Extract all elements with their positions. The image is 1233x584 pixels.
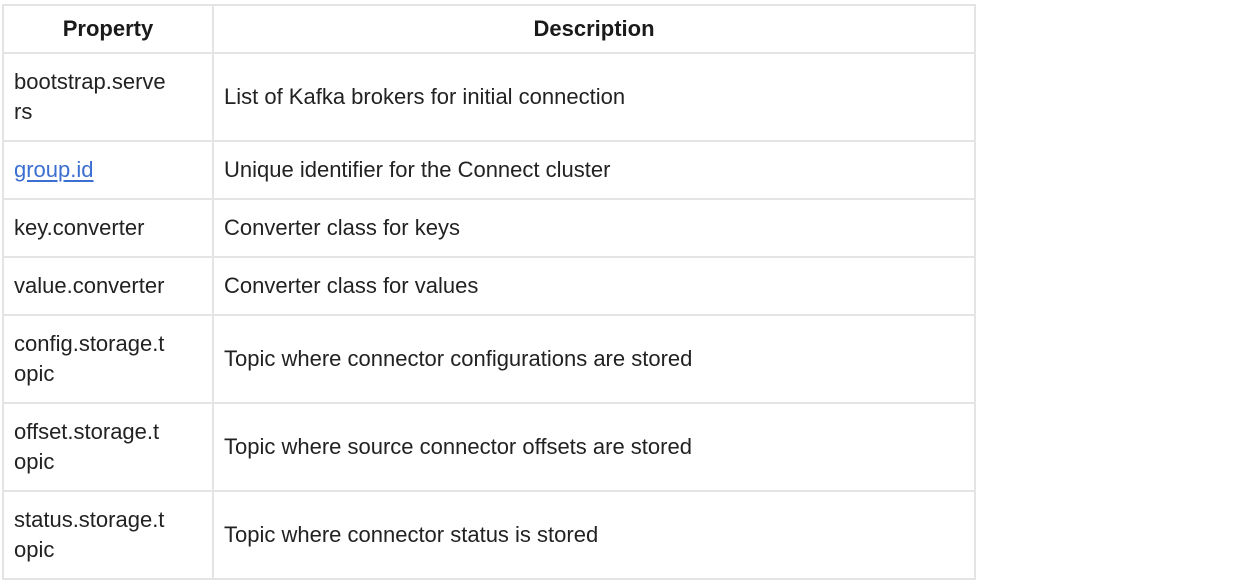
column-header-property: Property — [2, 4, 214, 54]
properties-table: Property Description bootstrap.servers Li… — [2, 4, 976, 580]
group-id-link[interactable]: group.id — [14, 157, 94, 182]
description-cell: Topic where connector configurations are… — [212, 314, 976, 404]
property-name: bootstrap.servers — [14, 69, 166, 124]
description-cell: List of Kafka brokers for initial connec… — [212, 52, 976, 142]
table-row: bootstrap.servers List of Kafka brokers f… — [2, 52, 976, 142]
description-text: List of Kafka brokers for initial connec… — [224, 84, 626, 109]
table-row: key.converter Converter class for keys — [2, 198, 976, 258]
description-text: Topic where connector configurations are… — [224, 346, 693, 371]
property-name: status.storage.topic — [14, 507, 165, 562]
property-cell: group.id — [2, 140, 214, 200]
column-header-description: Description — [212, 4, 976, 54]
property-name: offset.storage.topic — [14, 419, 160, 474]
description-cell: Topic where connector status is stored — [212, 490, 976, 580]
description-cell: Topic where source connector offsets are… — [212, 402, 976, 492]
table-body: bootstrap.servers List of Kafka brokers f… — [2, 52, 976, 580]
property-cell: bootstrap.servers — [2, 52, 214, 142]
table-header: Property Description — [2, 4, 976, 54]
description-text: Unique identifier for the Connect cluste… — [224, 157, 611, 182]
table-row: offset.storage.topic Topic where source c… — [2, 402, 976, 492]
description-cell: Unique identifier for the Connect cluste… — [212, 140, 976, 200]
description-text: Converter class for values — [224, 273, 479, 298]
table-row: value.converter Converter class for value… — [2, 256, 976, 316]
description-text: Topic where connector status is stored — [224, 522, 599, 547]
property-cell: value.converter — [2, 256, 214, 316]
table-row: group.id Unique identifier for the Connec… — [2, 140, 976, 200]
table-row: status.storage.topic Topic where connecto… — [2, 490, 976, 580]
property-cell: config.storage.topic — [2, 314, 214, 404]
property-cell: key.converter — [2, 198, 214, 258]
description-text: Converter class for keys — [224, 215, 460, 240]
property-cell: offset.storage.topic — [2, 402, 214, 492]
property-name: config.storage.topic — [14, 331, 165, 386]
description-cell: Converter class for keys — [212, 198, 976, 258]
table-row: config.storage.topic Topic where connecto… — [2, 314, 976, 404]
property-name: key.converter — [14, 215, 145, 240]
description-text: Topic where source connector offsets are… — [224, 434, 692, 459]
header-row: Property Description — [2, 4, 976, 54]
property-name: value.converter — [14, 273, 165, 298]
description-cell: Converter class for values — [212, 256, 976, 316]
property-cell: status.storage.topic — [2, 490, 214, 580]
